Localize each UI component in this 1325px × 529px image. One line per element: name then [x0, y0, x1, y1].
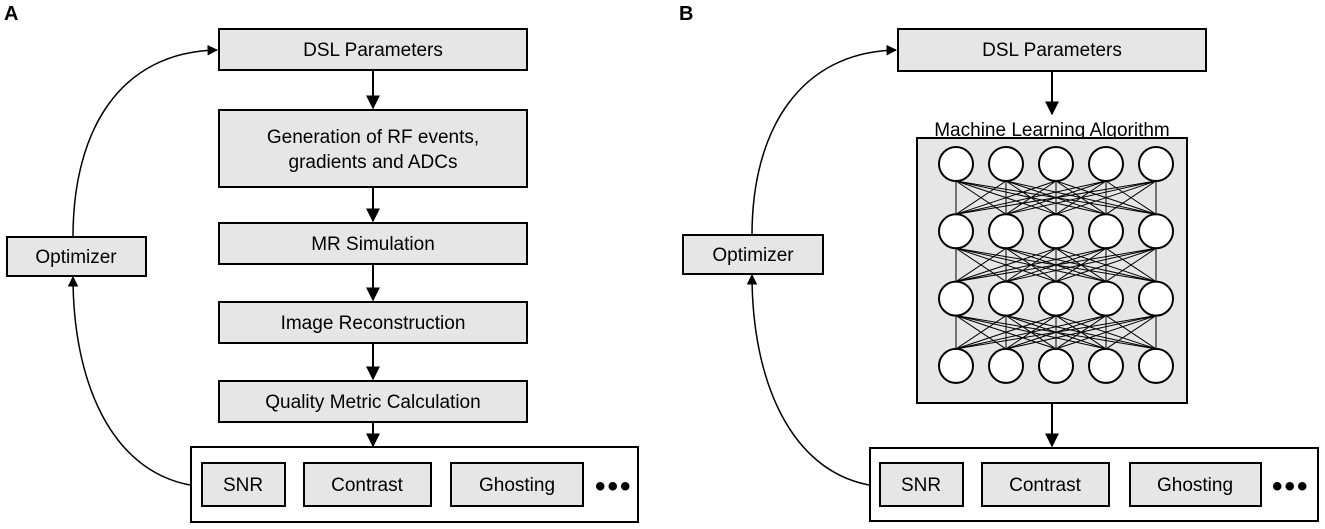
- metric-ghosting-label-a: Ghosting: [479, 475, 555, 496]
- metric-snr-label-b: SNR: [901, 475, 941, 496]
- dsl-parameters-box-b: DSL Parameters: [897, 28, 1207, 72]
- network-edge: [955, 315, 1107, 350]
- ellipsis-b: •••: [1272, 470, 1310, 503]
- network-edge: [1105, 180, 1157, 215]
- network-edge: [1055, 315, 1157, 350]
- metric-ghosting-box-a: [450, 462, 584, 507]
- quality-metric-box: Quality Metric Calculation: [218, 380, 528, 423]
- network-node: [938, 280, 974, 317]
- network-edge: [1055, 180, 1157, 215]
- panel-a: A DSL Parameters Generation of RF events…: [4, 3, 639, 523]
- network-node: [988, 213, 1024, 250]
- metric-snr-label-a: SNR: [223, 475, 263, 496]
- network-node: [1138, 146, 1174, 182]
- network-edge: [1005, 180, 1157, 215]
- neural-network: [938, 146, 1174, 384]
- quality-metric-label: Quality Metric Calculation: [265, 392, 480, 413]
- network-edge: [955, 315, 1057, 350]
- metric-contrast-label-a: Contrast: [331, 475, 404, 496]
- optimizer-label-b: Optimizer: [712, 245, 794, 266]
- arrow-optimizer-to-params-b: [751, 44, 898, 236]
- network-edge: [1005, 315, 1157, 350]
- network-edge: [955, 315, 1007, 350]
- metric-snr-box-b: [879, 462, 964, 507]
- dsl-parameters-label-a: DSL Parameters: [303, 40, 443, 61]
- mr-simulation-label: MR Simulation: [311, 234, 435, 255]
- network-edge: [1005, 247, 1157, 283]
- network-node: [938, 213, 974, 250]
- network-node: [1038, 347, 1074, 384]
- network-edge: [1105, 247, 1157, 283]
- arrow-metrics-to-optimizer-b: [746, 273, 870, 486]
- network-edge: [955, 247, 1007, 283]
- network-edge: [955, 247, 1157, 283]
- network-edge: [955, 315, 1157, 350]
- generation-label-line2: gradients and ADCs: [289, 152, 458, 173]
- panel-b-label: B: [679, 3, 693, 25]
- network-edge: [955, 247, 1107, 283]
- network-edge: [955, 180, 1057, 215]
- network-node: [1138, 347, 1174, 384]
- metric-contrast-box-b: [981, 462, 1110, 507]
- metric-contrast-box-a: [303, 462, 432, 507]
- network-edge: [955, 180, 1007, 215]
- metrics-container-a: SNR Contrast Ghosting •••: [190, 446, 639, 523]
- optimizer-label-a: Optimizer: [35, 247, 117, 268]
- optimizer-box-a: Optimizer: [6, 236, 147, 277]
- network-node: [1088, 280, 1124, 317]
- network-node: [1088, 347, 1124, 384]
- network-edge: [955, 247, 1057, 283]
- network-node: [1038, 146, 1074, 182]
- network-node: [988, 146, 1024, 182]
- metrics-container-b: SNR Contrast Ghosting •••: [869, 447, 1319, 522]
- network-node: [1038, 280, 1074, 317]
- metric-snr-box-a: [201, 462, 286, 507]
- network-edge: [955, 180, 1107, 215]
- network-node: [1088, 146, 1124, 182]
- ml-algorithm-title: Machine Learning Algorithm: [934, 120, 1170, 141]
- generation-box: Generation of RF events, gradients and A…: [218, 109, 528, 188]
- dsl-parameters-box-a: DSL Parameters: [218, 28, 528, 71]
- network-node: [1088, 213, 1124, 250]
- network-edge: [955, 180, 1157, 215]
- ml-algorithm-box: [916, 137, 1188, 404]
- network-node: [1138, 280, 1174, 317]
- panel-b: B DSL Parameters Machine Learning Algori…: [679, 3, 1319, 522]
- network-node: [988, 280, 1024, 317]
- dsl-parameters-label-b: DSL Parameters: [982, 40, 1122, 61]
- metric-ghosting-label-b: Ghosting: [1157, 475, 1233, 496]
- metric-contrast-label-b: Contrast: [1009, 475, 1082, 496]
- network-node: [938, 146, 974, 182]
- network-node: [1138, 213, 1174, 250]
- panel-a-label: A: [4, 3, 18, 25]
- image-reconstruction-label: Image Reconstruction: [281, 313, 466, 334]
- mr-simulation-box: MR Simulation: [218, 222, 528, 265]
- network-edge: [1055, 247, 1157, 283]
- network-edge: [1105, 315, 1157, 350]
- network-node: [1038, 213, 1074, 250]
- image-reconstruction-box: Image Reconstruction: [218, 301, 528, 344]
- arrow-metrics-to-optimizer-a: [67, 275, 191, 486]
- network-node: [938, 347, 974, 384]
- ellipsis-a: •••: [595, 470, 633, 503]
- generation-label-line1: Generation of RF events,: [267, 127, 479, 148]
- arrow-optimizer-to-params-a: [72, 44, 219, 238]
- network-node: [988, 347, 1024, 384]
- optimizer-box-b: Optimizer: [682, 234, 824, 275]
- metric-ghosting-box-b: [1129, 462, 1262, 507]
